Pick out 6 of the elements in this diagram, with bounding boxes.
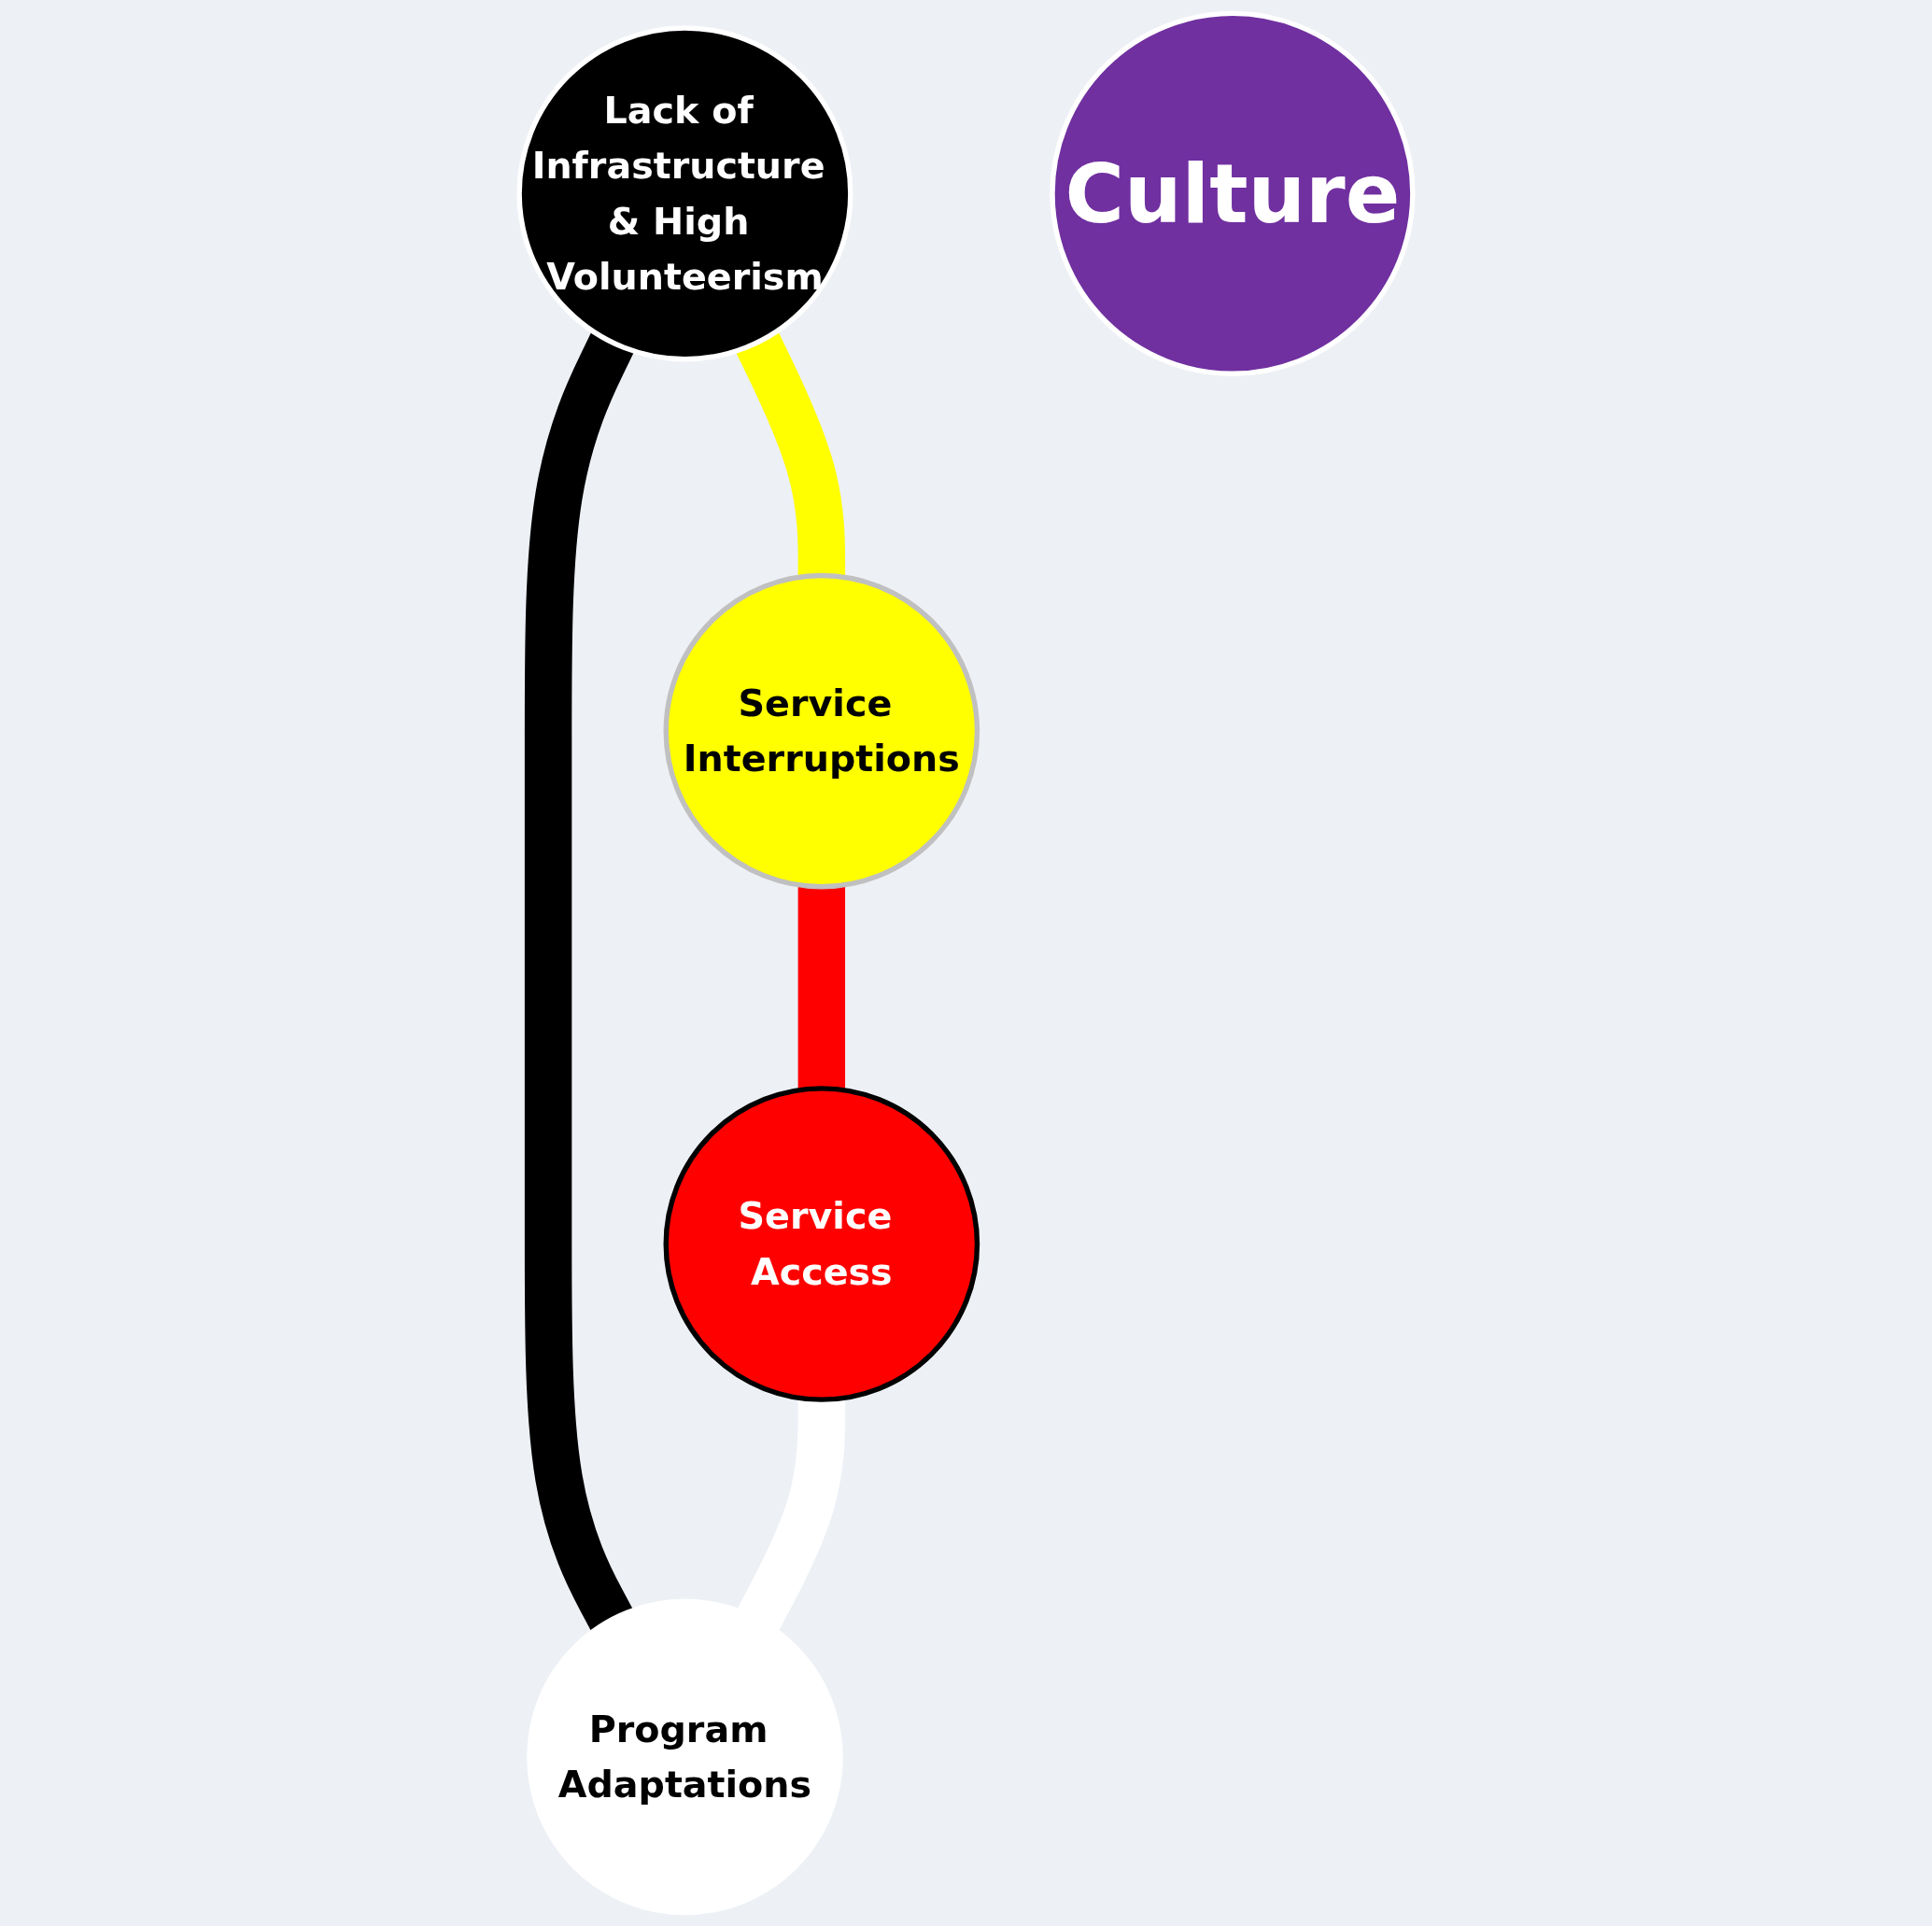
node-circle: Service Interruptions [663,572,980,890]
node-circle: Service Access [663,1086,980,1402]
connector [524,331,634,1631]
node-circle: Lack of Infrastructure & High Volunteerism [516,25,853,362]
node-circle: Culture [1050,10,1416,376]
node-circle: Program Adaptations [527,1598,843,1916]
